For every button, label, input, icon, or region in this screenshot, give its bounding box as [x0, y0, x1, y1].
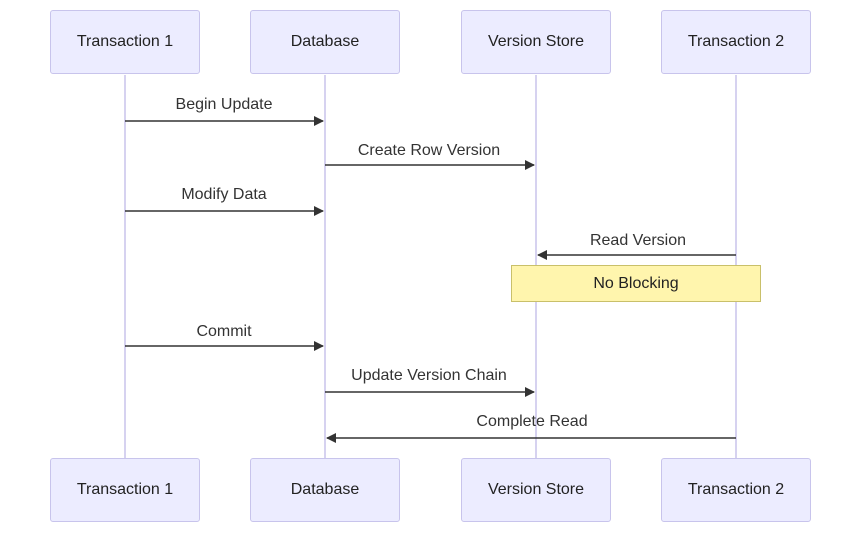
- actor-label: Database: [290, 33, 360, 50]
- message-label-create-row-version: Create Row Version: [357, 142, 501, 159]
- message-label-update-version-chain: Update Version Chain: [351, 367, 507, 384]
- actor-label: Transaction 2: [687, 481, 785, 498]
- note-text: No Blocking: [593, 274, 679, 292]
- message-label-commit: Commit: [196, 323, 252, 340]
- message-label-read-version: Read Version: [589, 232, 687, 249]
- actor-label: Transaction 1: [76, 33, 174, 50]
- message-label-modify-data: Modify Data: [181, 186, 267, 203]
- actor-transaction-2-top: Transaction 2: [661, 10, 811, 74]
- actor-database-bottom: Database: [250, 458, 400, 522]
- actor-label: Version Store: [487, 481, 585, 498]
- actor-label: Version Store: [487, 33, 585, 50]
- actor-label: Database: [290, 481, 360, 498]
- actor-database-top: Database: [250, 10, 400, 74]
- actor-label: Transaction 2: [687, 33, 785, 50]
- actor-transaction-1-bottom: Transaction 1: [50, 458, 200, 522]
- actor-transaction-1-top: Transaction 1: [50, 10, 200, 74]
- actor-version-store-bottom: Version Store: [461, 458, 611, 522]
- note-no-blocking: No Blocking: [511, 265, 761, 302]
- message-label-begin-update: Begin Update: [175, 96, 273, 113]
- message-label-complete-read: Complete Read: [476, 413, 588, 430]
- actor-label: Transaction 1: [76, 481, 174, 498]
- actor-transaction-2-bottom: Transaction 2: [661, 458, 811, 522]
- actor-version-store-top: Version Store: [461, 10, 611, 74]
